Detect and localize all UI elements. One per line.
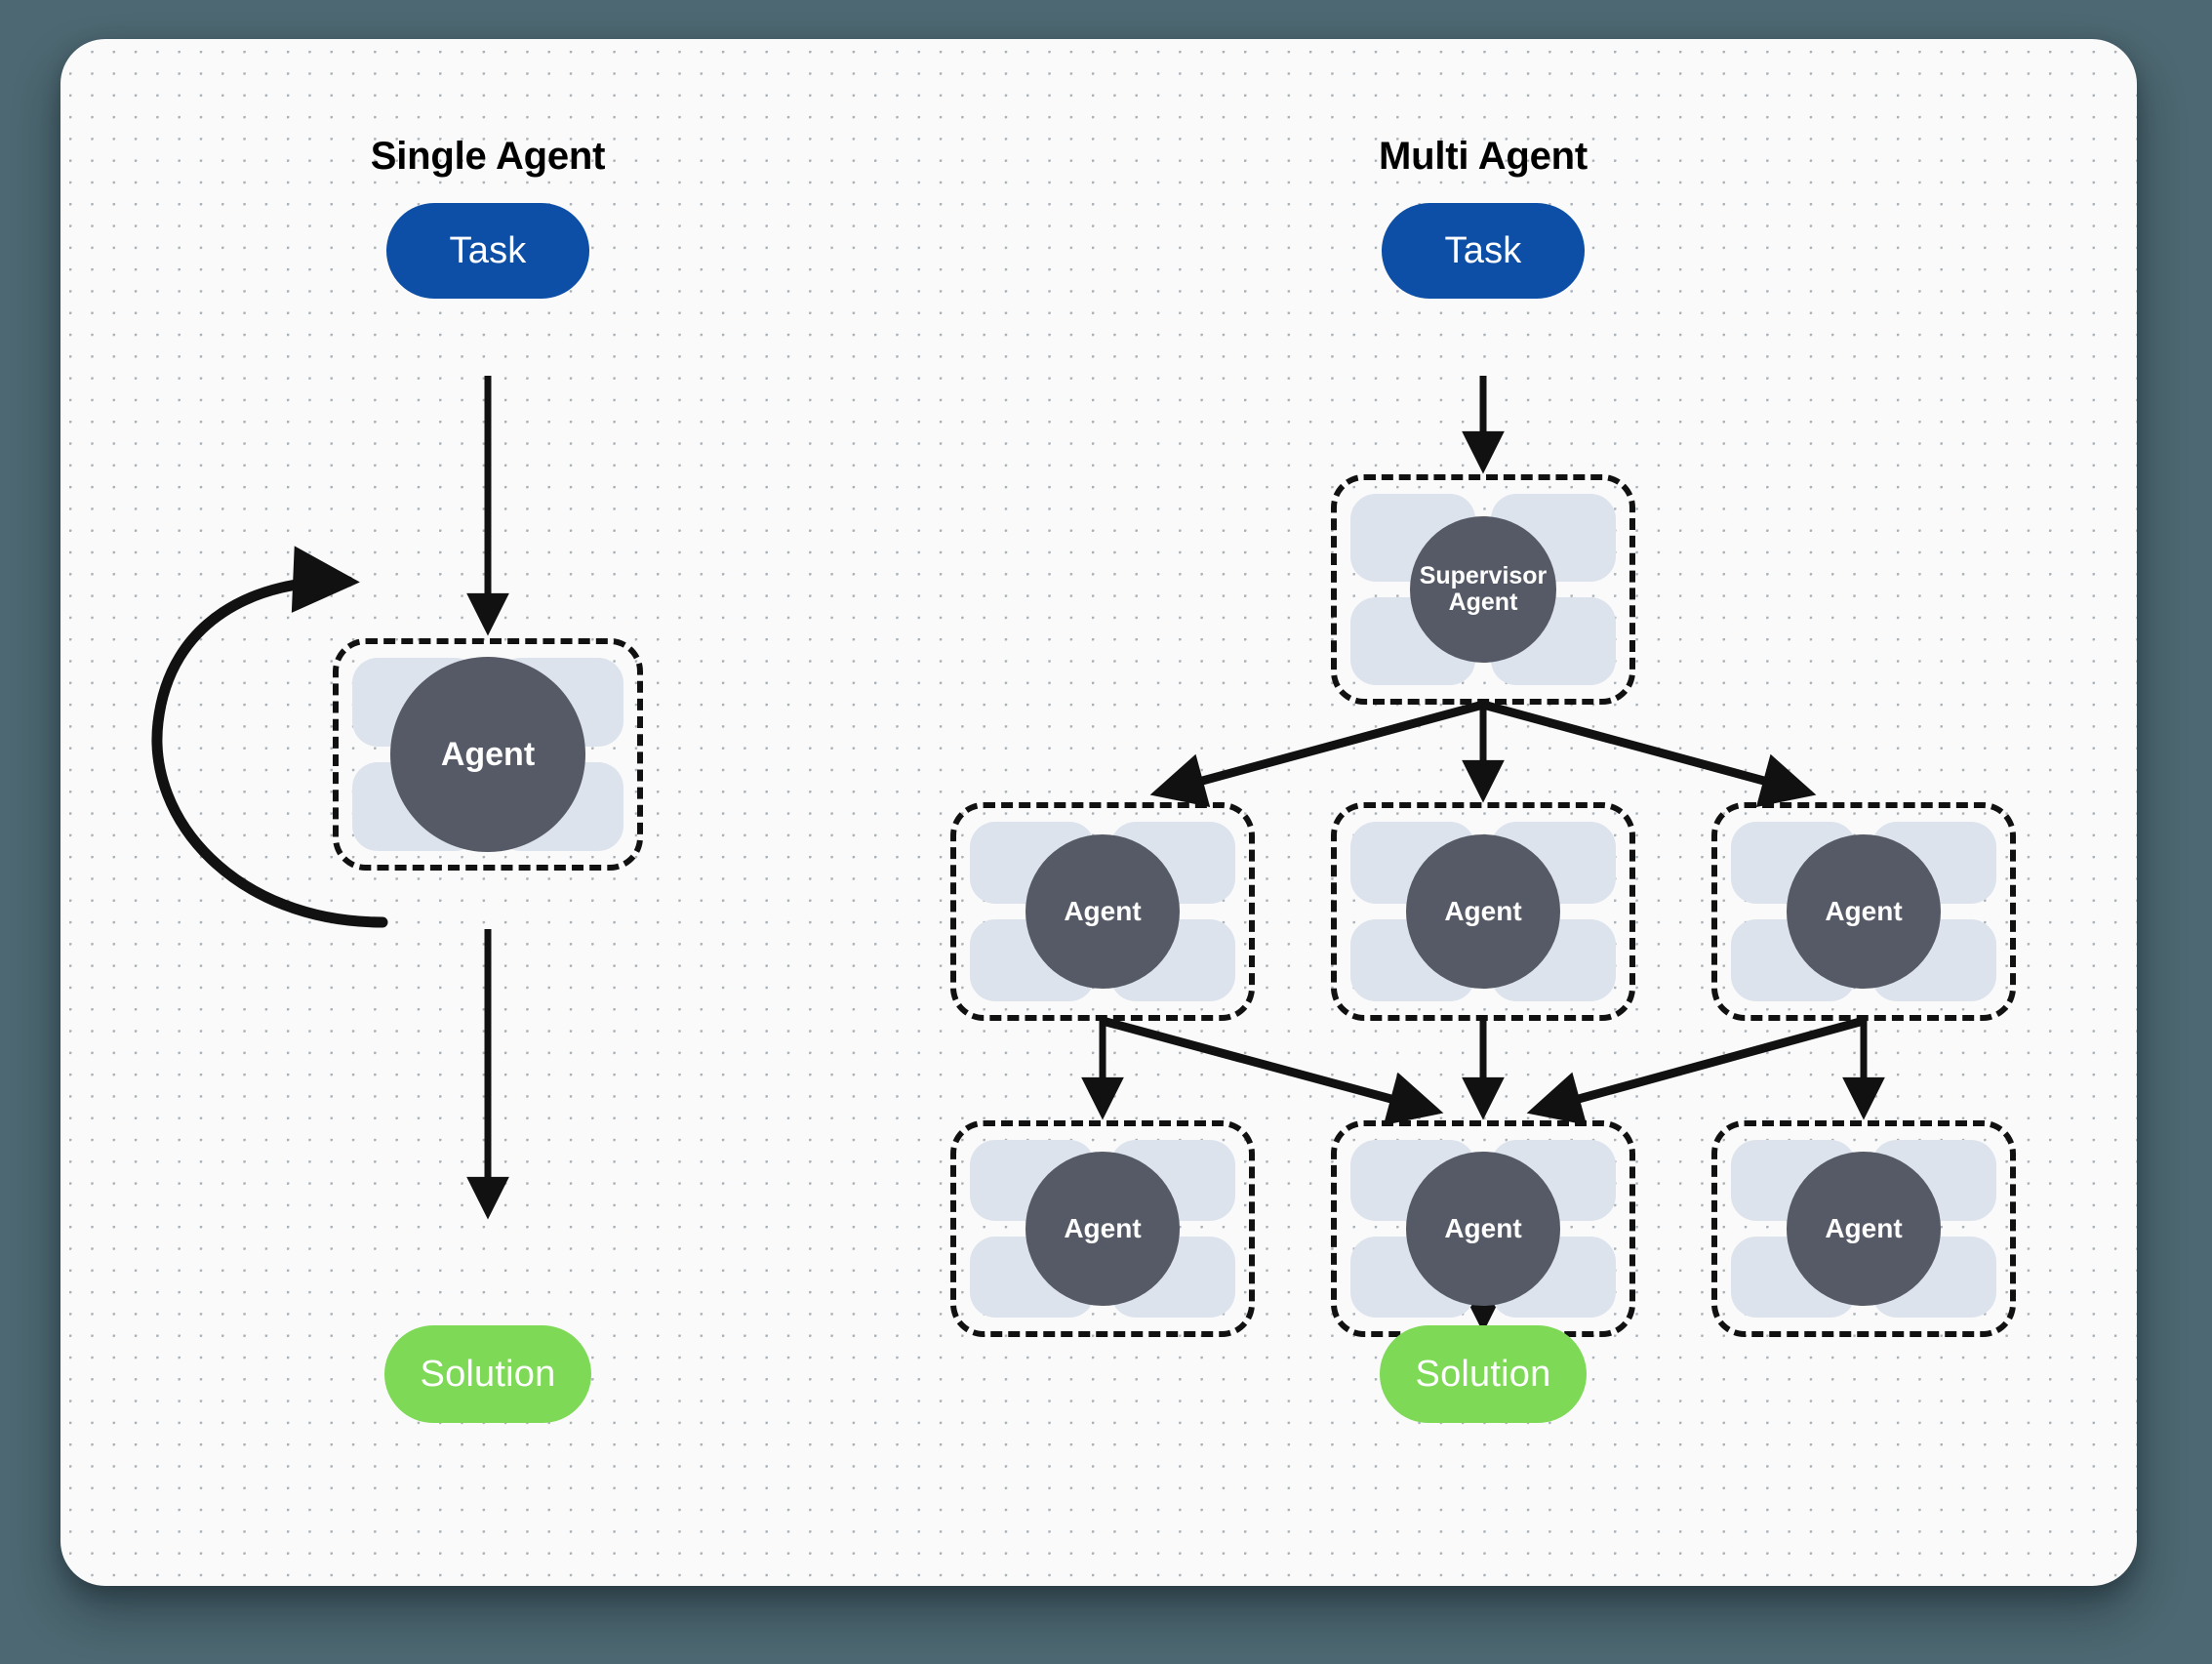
agent-circle-row2-2: Agent [1406,834,1560,989]
node-task-right-label: Task [1444,229,1522,271]
agent-circle-row2-3: Agent [1787,834,1941,989]
node-agent-row2-2[interactable]: Agent [1331,802,1635,1021]
node-task-right[interactable]: Task [1382,203,1585,299]
agent-circle-left: Agent [390,657,585,852]
agent-circle-row3-2: Agent [1406,1152,1560,1306]
node-task-left[interactable]: Task [386,203,589,299]
node-agent-row2-1[interactable]: Agent [950,802,1255,1021]
supervisor-label-line2: Agent [1448,588,1518,616]
node-agent-row3-1[interactable]: Agent [950,1120,1255,1337]
node-supervisor-agent[interactable]: Supervisor Agent [1331,474,1635,705]
node-solution-left[interactable]: Solution [384,1325,591,1423]
agent-circle-row2-1: Agent [1026,834,1180,989]
arrow-agent3-to-agent-b2 [1526,1016,1866,1125]
page-title-multi-agent: Multi Agent [1378,135,1589,178]
page-title-single-agent: Single Agent [370,135,606,178]
node-solution-right[interactable]: Solution [1380,1325,1587,1423]
node-solution-left-label: Solution [420,1353,556,1395]
arrow-supervisor-to-agent-1 [1149,700,1485,807]
node-agent-row3-3[interactable]: Agent [1711,1120,2016,1337]
agent-circle-row3-1: Agent [1026,1152,1180,1306]
agent-circle-row3-3: Agent [1787,1152,1941,1306]
arrow-supervisor-to-agent-3 [1481,700,1817,807]
arrow-agent1-to-agent-b2 [1101,1016,1444,1125]
node-solution-right-label: Solution [1415,1353,1551,1395]
diagram-card: Single Agent Task Agent Solution Multi A… [60,39,2137,1586]
node-agent-row3-2[interactable]: Agent [1331,1120,1635,1337]
node-agent-left[interactable]: Agent [333,638,643,871]
node-agent-row2-3[interactable]: Agent [1711,802,2016,1021]
supervisor-label-line1: Supervisor [1419,562,1548,590]
agent-circle-supervisor: Supervisor Agent [1410,516,1556,663]
node-task-left-label: Task [449,229,527,271]
